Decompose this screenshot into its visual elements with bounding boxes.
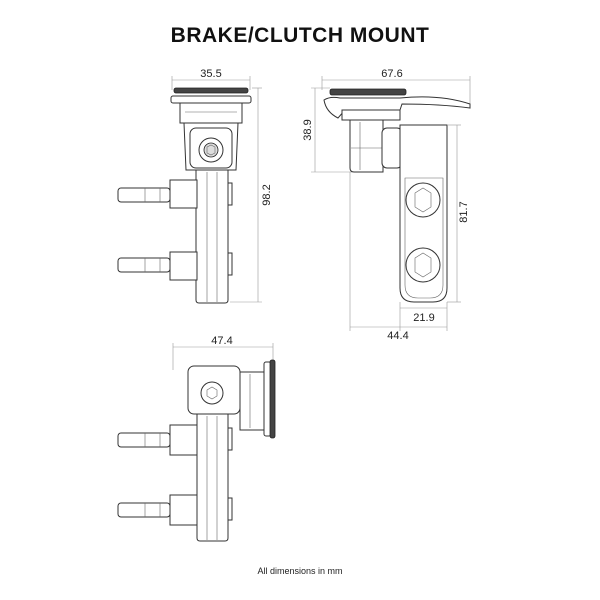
rotated-view: 47.4 [117,335,276,542]
dim-front-height: 98.2 [261,184,273,205]
dim-side-width: 67.6 [381,68,402,80]
dim-rotated-width: 47.4 [211,335,232,347]
dim-side-head-height: 38.9 [302,119,314,140]
dim-side-arm-height: 81.7 [458,201,470,222]
dimensions-note: All dimensions in mm [257,566,343,576]
page-title: BRAKE/CLUTCH MOUNT [170,24,430,47]
front-view: 35.5 98.2 [117,68,273,304]
dim-side-depth: 44.4 [387,330,408,342]
dim-side-arm-width: 21.9 [413,312,434,324]
side-view: 67.6 38.9 81.7 21.9 44.4 [302,68,471,342]
dim-front-width: 35.5 [200,68,221,80]
